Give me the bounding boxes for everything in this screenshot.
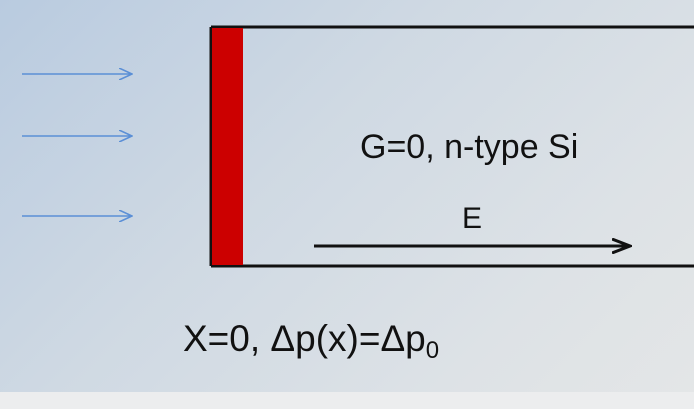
field-label: E [462,202,483,235]
surface-strip [212,28,243,265]
bottom-strip [0,392,694,409]
material-label: G=0, n-type Si [360,128,579,166]
boundary-condition-subscript: 0 [425,337,440,364]
boundary-condition-label: X=0, Δp(x)=Δp0 [183,318,439,365]
boundary-condition-text: X=0, Δp(x)=Δp [183,318,426,359]
